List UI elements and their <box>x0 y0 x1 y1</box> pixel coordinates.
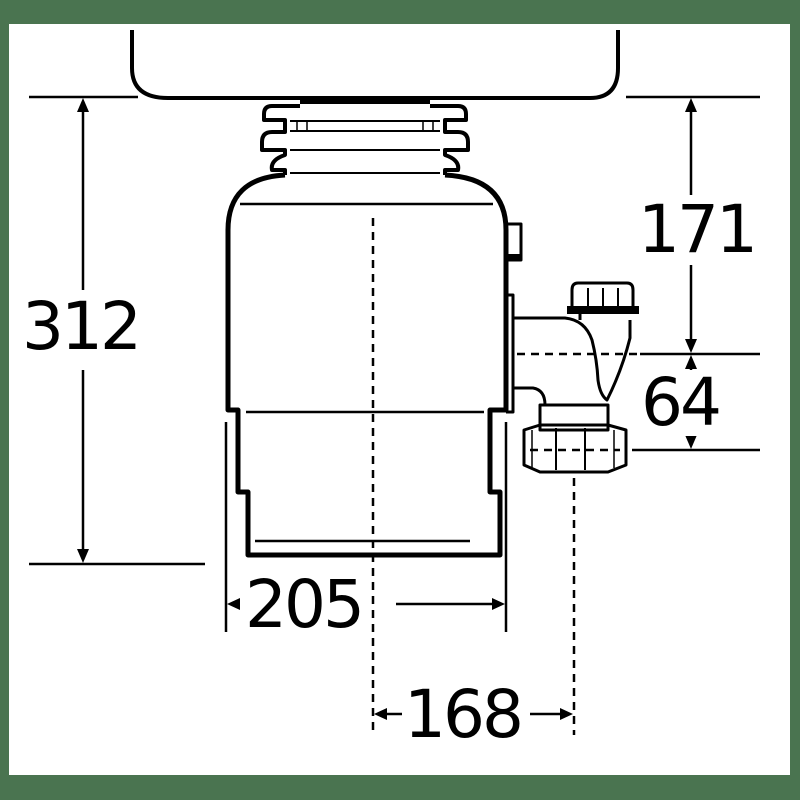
centerline <box>371 218 640 735</box>
extension-lines <box>29 95 760 632</box>
arrowheads <box>77 98 697 720</box>
dimension-171-label: 171 <box>636 191 758 268</box>
sink-drain-plate <box>300 97 430 104</box>
dimension-312-label: 312 <box>20 288 142 365</box>
side-outlet-pipe <box>513 316 632 406</box>
disposer-body <box>225 172 509 558</box>
dimension-lines <box>81 104 693 716</box>
disposer-drawing <box>29 30 760 735</box>
dimension-64-label: 64 <box>639 364 722 441</box>
outlet-plate <box>506 293 515 414</box>
trap-cap <box>567 281 639 320</box>
trap-nut <box>522 403 628 474</box>
dimension-168-label: 168 <box>402 676 524 753</box>
sink-bowl <box>130 30 620 100</box>
mounting-flange <box>260 104 470 175</box>
dimension-205-label: 205 <box>243 566 365 643</box>
diagram-canvas: 312 171 64 205 168 <box>9 24 790 775</box>
